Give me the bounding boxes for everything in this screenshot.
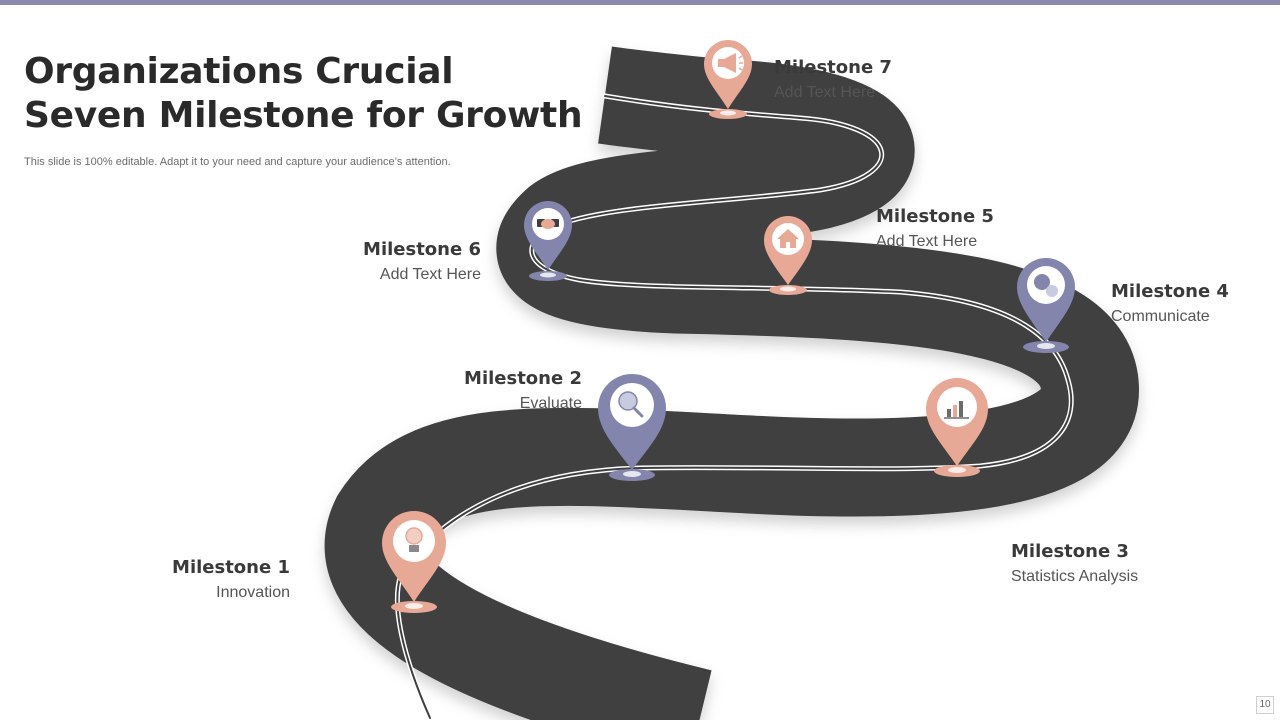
milestone-title: Milestone 2 xyxy=(464,368,582,389)
milestone-description: Evaluate xyxy=(519,395,582,412)
pin-milestone-1 xyxy=(382,511,446,613)
milestone-title: Milestone 7 xyxy=(774,57,892,78)
road xyxy=(324,46,1140,720)
pin-milestone-4 xyxy=(1017,258,1075,353)
pin-milestone-2 xyxy=(598,374,666,481)
lightbulb-icon xyxy=(405,527,423,552)
milestone-description: Statistics Analysis xyxy=(1011,568,1139,585)
milestone-description: Communicate xyxy=(1111,308,1210,325)
milestone-6-label: Milestone 6 Add Text Here xyxy=(261,238,481,286)
milestone-title: Milestone 6 xyxy=(363,239,481,260)
slide-title: Organizations Crucial Seven Milestone fo… xyxy=(24,51,583,136)
milestone-1-label: Milestone 1 Innovation xyxy=(70,556,290,604)
milestone-3-label: Milestone 3 Statistics Analysis xyxy=(1011,540,1231,588)
milestone-title: Milestone 1 xyxy=(172,557,290,578)
milestone-title: Milestone 5 xyxy=(876,206,994,227)
magnifier-icon xyxy=(618,391,644,418)
milestone-description: Add Text Here xyxy=(774,84,876,101)
handshake-icon xyxy=(537,219,559,229)
milestone-title: Milestone 4 xyxy=(1111,281,1229,302)
milestone-7-label: Milestone 7 Add Text Here xyxy=(774,56,994,104)
milestone-title: Milestone 3 xyxy=(1011,541,1129,562)
road-center-line-inner xyxy=(396,95,1073,719)
page-number: 10 xyxy=(1256,696,1274,714)
milestone-2-label: Milestone 2 Evaluate xyxy=(362,367,582,415)
milestone-description: Add Text Here xyxy=(379,266,481,283)
milestone-description: Innovation xyxy=(216,584,290,601)
pin-milestone-7 xyxy=(704,40,752,119)
pin-milestone-5 xyxy=(764,216,812,295)
milestone-description: Add Text Here xyxy=(876,233,978,250)
pin-milestone-6 xyxy=(524,201,572,281)
slide-subtitle: This slide is 100% editable. Adapt it to… xyxy=(24,156,451,168)
milestone-5-label: Milestone 5 Add Text Here xyxy=(876,205,1096,253)
house-icon xyxy=(777,229,799,248)
megaphone-icon xyxy=(718,53,743,73)
bar-chart-icon xyxy=(944,401,969,419)
chat-bubbles-icon xyxy=(1034,274,1058,297)
milestone-4-label: Milestone 4 Communicate xyxy=(1111,280,1280,328)
top-accent-bar xyxy=(0,0,1280,5)
pin-milestone-3 xyxy=(926,378,988,477)
